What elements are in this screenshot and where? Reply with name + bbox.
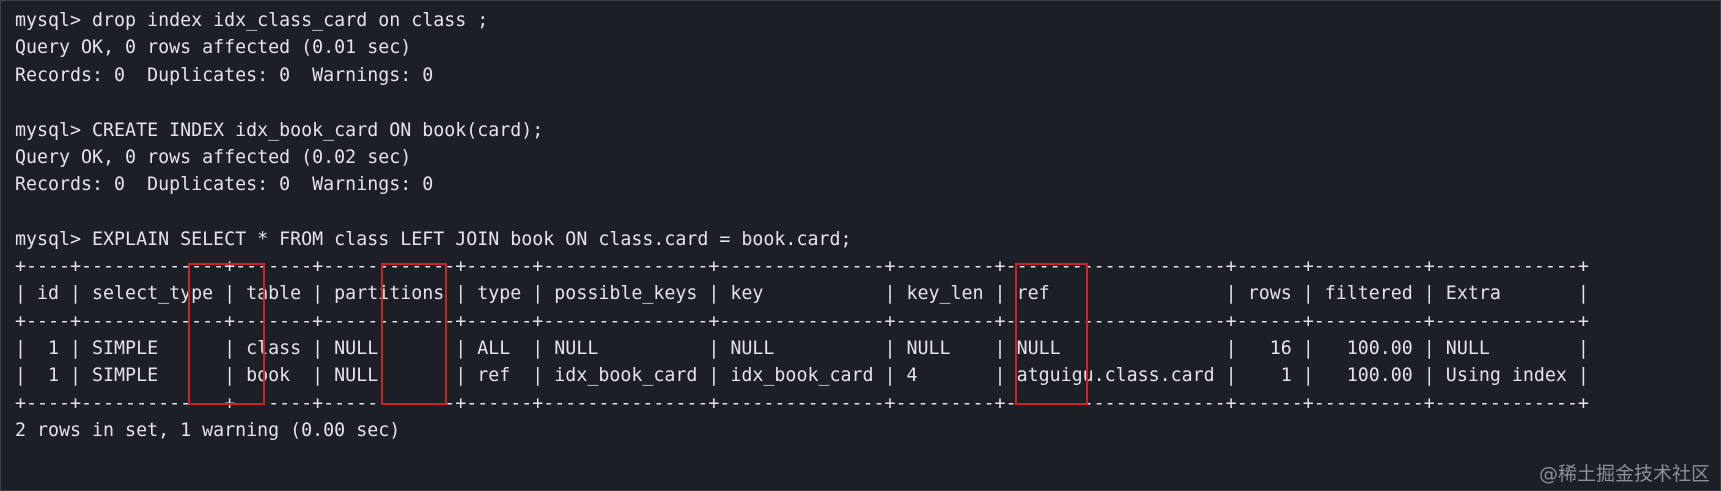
terminal-line-records: Records: 0 Duplicates: 0 Warnings: 0 xyxy=(15,174,434,195)
terminal-line-explain-query: mysql> EXPLAIN SELECT * FROM class LEFT … xyxy=(15,229,852,250)
result-table-border: +----+-------------+-------+------------… xyxy=(15,393,1589,414)
result-table-row: | 1 | SIMPLE | book | NULL | ref | idx_b… xyxy=(15,365,1589,386)
terminal-line-records: Records: 0 Duplicates: 0 Warnings: 0 xyxy=(15,65,434,86)
result-table-border: +----+-------------+-------+------------… xyxy=(15,311,1589,332)
table-column-highlight-box xyxy=(188,263,265,405)
watermark: @稀土掘金技术社区 xyxy=(1538,463,1710,485)
rows-column-highlight-box xyxy=(1015,263,1088,405)
terminal-line-query-ok: Query OK, 0 rows affected (0.01 sec) xyxy=(15,37,412,58)
terminal-line-rows-in-set: 2 rows in set, 1 warning (0.00 sec) xyxy=(15,420,401,441)
result-table-border: +----+-------------+-------+------------… xyxy=(15,256,1589,277)
terminal-line-drop-index: mysql> drop index idx_class_card on clas… xyxy=(15,10,489,31)
type-column-highlight-box xyxy=(381,263,447,405)
terminal-line-query-ok: Query OK, 0 rows affected (0.02 sec) xyxy=(15,147,412,168)
result-table-header-row: | id | select_type | table | partitions … xyxy=(15,283,1589,304)
result-table-row: | 1 | SIMPLE | class | NULL | ALL | NULL… xyxy=(15,338,1589,359)
terminal-line-create-index: mysql> CREATE INDEX idx_book_card ON boo… xyxy=(15,120,544,141)
